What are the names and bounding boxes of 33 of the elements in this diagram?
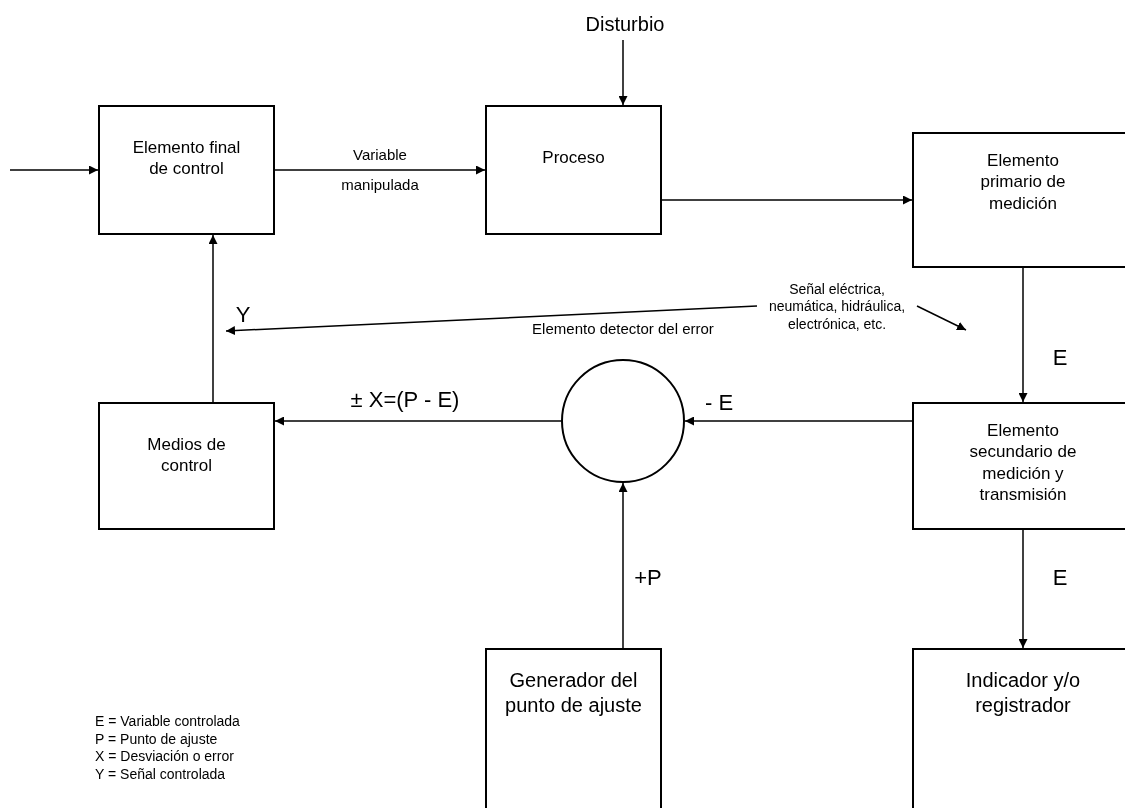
edge-label: Y	[234, 301, 252, 329]
process-box: Medios de control	[98, 402, 275, 530]
process-box: Elemento secundario de medición y transmisión	[912, 402, 1125, 530]
leader-line	[225, 305, 758, 336]
arrow	[618, 482, 628, 649]
arrow	[208, 234, 218, 403]
arrow	[1018, 267, 1028, 403]
process-box: Generador del punto de ajuste	[485, 648, 662, 808]
edge-label: ± X=(P - E)	[349, 386, 461, 414]
process-box: Elemento primario de medición	[912, 132, 1125, 268]
node-text: Señal eléctrica, neumática, hidráulica, electrónica, etc.	[757, 280, 917, 334]
legend-note: P = Punto de ajuste	[95, 730, 219, 748]
arrow	[274, 165, 486, 175]
arrow	[274, 416, 562, 426]
node-text: Disturbio	[560, 8, 690, 40]
edge-label: E	[1051, 564, 1069, 592]
edge-label: E	[1051, 344, 1069, 372]
arrow	[1018, 529, 1028, 649]
arrow	[618, 39, 628, 106]
process-box: Proceso	[485, 105, 662, 235]
legend-note: E = Variable controlada	[95, 713, 240, 731]
leader-line	[916, 305, 967, 331]
process-box: Elemento final de control	[98, 105, 275, 235]
edge-label: Variable manipulada	[340, 145, 420, 195]
node-caption: Elemento detector del error	[531, 320, 715, 339]
arrow	[661, 195, 913, 205]
arrow	[9, 165, 99, 175]
edge-label: - E	[703, 389, 735, 417]
legend-note: Y = Señal controlada	[95, 765, 227, 783]
edge-label: +P	[633, 564, 663, 592]
arrow	[684, 416, 913, 426]
process-box: Indicador y/o registrador	[912, 648, 1125, 808]
legend-note: X = Desviación o error	[95, 748, 235, 766]
